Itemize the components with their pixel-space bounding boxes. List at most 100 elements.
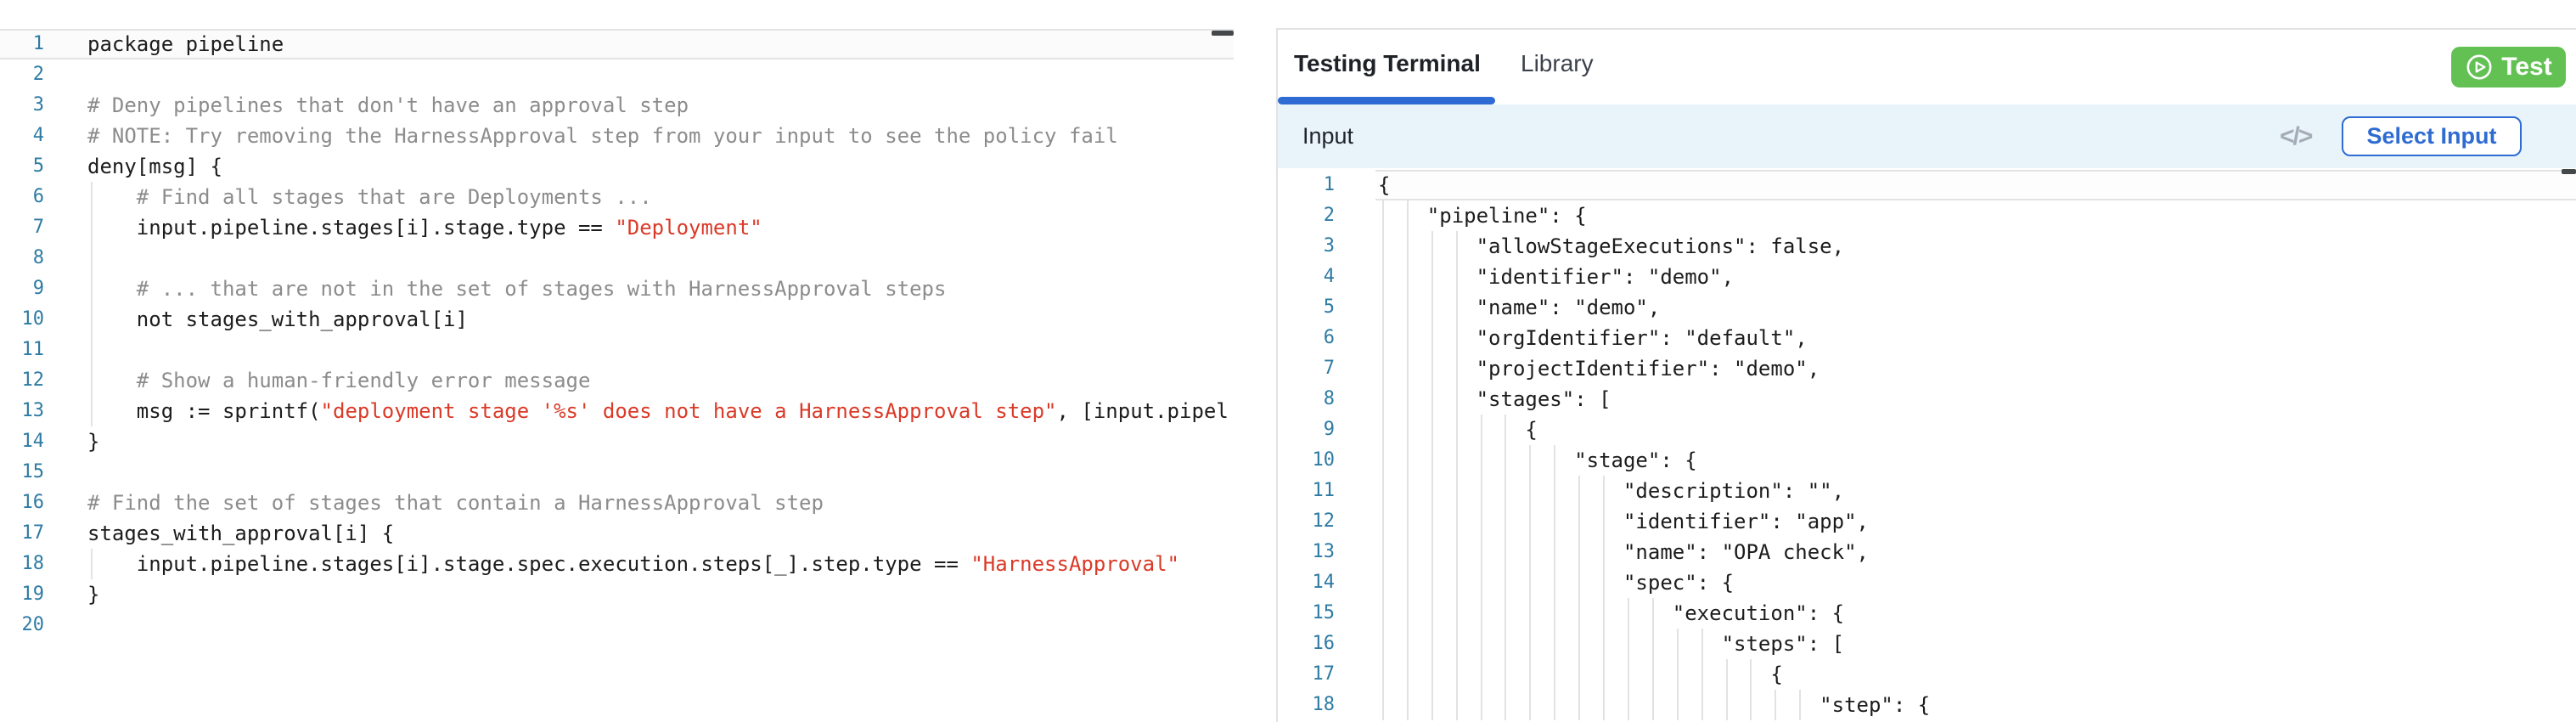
json-code-line[interactable]: 14 "spec": { xyxy=(1278,567,2576,598)
indent-guide xyxy=(1505,598,1507,629)
json-code-line[interactable]: 1{ xyxy=(1278,170,2576,200)
indent-guide xyxy=(1578,598,1581,629)
policy-code-line[interactable]: 18 input.pipeline.stages[i].stage.spec.e… xyxy=(0,549,1234,579)
indent-guide xyxy=(1554,598,1556,629)
indent-guide xyxy=(1431,598,1433,629)
indent-guide xyxy=(1529,659,1532,690)
input-json-editor[interactable]: 1{2 "pipeline": {3 "allowStageExecutions… xyxy=(1278,168,2576,722)
line-number: 19 xyxy=(21,584,45,605)
line-number: 16 xyxy=(1312,633,1336,654)
select-input-button[interactable]: Select Input xyxy=(2342,116,2522,156)
policy-code-line[interactable]: 12 # Show a human-friendly error message xyxy=(0,365,1234,396)
json-code-line[interactable]: 5 "name": "demo", xyxy=(1278,292,2576,323)
indent-guide xyxy=(1529,476,1532,506)
policy-code-line[interactable]: 8 xyxy=(0,243,1234,274)
indent-guide xyxy=(1382,629,1384,659)
json-code-line[interactable]: 18 "step": { xyxy=(1278,690,2576,720)
indent-guide xyxy=(1455,445,1458,476)
policy-code-line[interactable]: 2 xyxy=(0,59,1234,90)
policy-code-line[interactable]: 10 not stages_with_approval[i] xyxy=(0,304,1234,335)
policy-code-line[interactable]: 13 msg := sprintf("deployment stage '%s'… xyxy=(0,396,1234,426)
json-code-line[interactable]: 9 { xyxy=(1278,415,2576,445)
right-panel-tabs: Testing Terminal Library xyxy=(1278,30,2576,98)
tab-library[interactable]: Library xyxy=(1521,50,1594,76)
indent-guide xyxy=(1505,629,1507,659)
json-code-line[interactable]: 6 "orgIdentifier": "default", xyxy=(1278,323,2576,353)
code-text: # Find the set of stages that contain a … xyxy=(87,491,824,515)
line-number: 2 xyxy=(1323,205,1335,226)
code-text: "projectIdentifier": "demo", xyxy=(1378,357,1820,381)
json-code-line[interactable]: 16 "steps": [ xyxy=(1278,629,2576,659)
json-code-line[interactable]: 2 "pipeline": { xyxy=(1278,200,2576,231)
indent-guide xyxy=(1480,567,1482,598)
indent-guide xyxy=(1750,690,1752,720)
policy-code-line[interactable]: 7 input.pipeline.stages[i].stage.type ==… xyxy=(0,212,1234,243)
policy-code-line[interactable]: 19} xyxy=(0,579,1234,610)
line-number: 8 xyxy=(32,247,44,268)
indent-guide xyxy=(1627,659,1629,690)
indent-guide xyxy=(1431,659,1433,690)
indent-guide xyxy=(1651,659,1654,690)
line-number: 14 xyxy=(1312,572,1336,593)
json-code-line[interactable]: 7 "projectIdentifier": "demo", xyxy=(1278,353,2576,384)
policy-code-line[interactable]: 16# Find the set of stages that contain … xyxy=(0,488,1234,518)
indent-guide xyxy=(1382,384,1384,415)
json-code-line[interactable]: 8 "stages": [ xyxy=(1278,384,2576,415)
indent-guide xyxy=(91,243,93,274)
json-code-line[interactable]: 17 { xyxy=(1278,659,2576,690)
policy-code-line[interactable]: 3# Deny pipelines that don't have an app… xyxy=(0,90,1234,121)
policy-code-line[interactable]: 11 xyxy=(0,335,1234,365)
code-text: not stages_with_approval[i] xyxy=(87,307,468,331)
indent-guide xyxy=(1431,506,1433,537)
code-text: msg := sprintf("deployment stage '%s' do… xyxy=(87,399,1229,423)
json-code-line[interactable]: 11 "description": "", xyxy=(1278,476,2576,506)
indent-guide xyxy=(1431,262,1433,292)
policy-code-line[interactable]: 15 xyxy=(0,457,1234,488)
code-view-icon[interactable]: </> xyxy=(2280,121,2313,150)
panel-top-border xyxy=(1276,28,2576,30)
indent-guide xyxy=(1603,690,1606,720)
indent-guide xyxy=(1578,659,1581,690)
json-code-line[interactable]: 3 "allowStageExecutions": false, xyxy=(1278,231,2576,262)
code-text: deny[msg] { xyxy=(87,155,222,178)
indent-guide xyxy=(91,304,93,335)
line-number: 17 xyxy=(1312,663,1336,685)
policy-code-line[interactable]: 6 # Find all stages that are Deployments… xyxy=(0,182,1234,212)
json-code-line[interactable]: 12 "identifier": "app", xyxy=(1278,506,2576,537)
line-number: 3 xyxy=(32,94,44,116)
line-number: 1 xyxy=(1323,174,1335,195)
code-text: "name": "OPA check", xyxy=(1378,540,1869,564)
test-button[interactable]: Test xyxy=(2451,47,2566,87)
indent-guide xyxy=(1505,506,1507,537)
indent-guide xyxy=(1382,537,1384,567)
policy-code-line[interactable]: 9 # ... that are not in the set of stage… xyxy=(0,274,1234,304)
indent-guide xyxy=(1455,323,1458,353)
line-number: 10 xyxy=(21,308,45,330)
json-code-line[interactable]: 13 "name": "OPA check", xyxy=(1278,537,2576,567)
indent-guide xyxy=(1554,537,1556,567)
tab-testing-terminal[interactable]: Testing Terminal xyxy=(1294,50,1481,76)
indent-guide xyxy=(1529,598,1532,629)
indent-guide xyxy=(1627,690,1629,720)
policy-code-line[interactable]: 14} xyxy=(0,426,1234,457)
policy-code-line[interactable]: 20 xyxy=(0,610,1234,640)
policy-code-line[interactable]: 4# NOTE: Try removing the HarnessApprova… xyxy=(0,121,1234,151)
indent-guide xyxy=(1529,445,1532,476)
indent-guide xyxy=(1406,353,1409,384)
line-number: 18 xyxy=(21,553,45,574)
code-text: { xyxy=(1378,173,1391,197)
indent-guide xyxy=(1431,415,1433,445)
indent-guide xyxy=(1505,445,1507,476)
current-line-highlight xyxy=(1375,170,2576,200)
indent-guide xyxy=(1431,567,1433,598)
indent-guide xyxy=(1382,415,1384,445)
json-code-line[interactable]: 4 "identifier": "demo", xyxy=(1278,262,2576,292)
json-code-line[interactable]: 15 "execution": { xyxy=(1278,598,2576,629)
json-code-line[interactable]: 10 "stage": { xyxy=(1278,445,2576,476)
indent-guide xyxy=(1651,598,1654,629)
